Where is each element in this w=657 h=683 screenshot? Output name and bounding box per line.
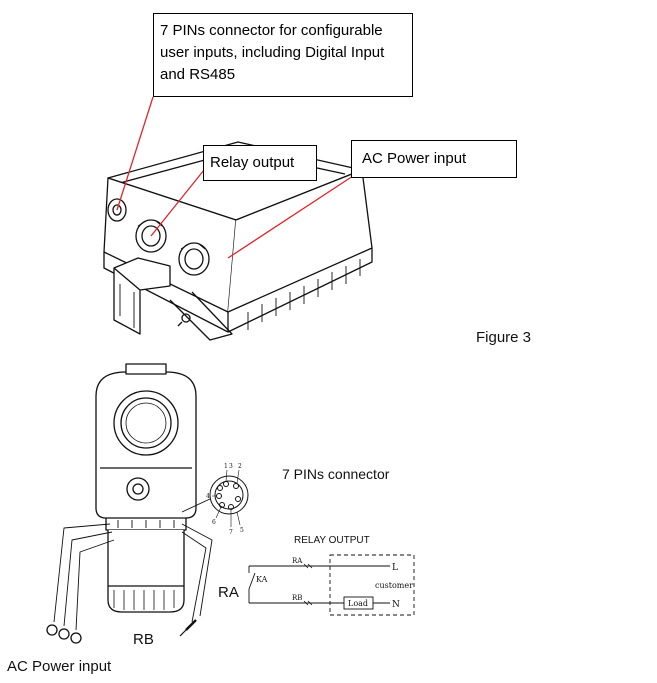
load-label: Load [348, 599, 368, 608]
relay-output-schematic [248, 554, 415, 616]
seven-pin-connector-diagram [209, 469, 249, 527]
ac-power-input-label: AC Power input [7, 658, 112, 675]
rb-wire-label: RB [292, 594, 302, 602]
pin-number-6: 6 [212, 519, 216, 526]
ac-power-leader [227, 175, 354, 259]
pin-6 [219, 502, 225, 508]
pins-connector-leader [116, 96, 154, 211]
l-terminal-label: L [392, 563, 398, 573]
ka-label: KA [256, 575, 268, 584]
pin-number-7: 7 [229, 529, 233, 536]
ac-power-callout: AC Power input [351, 140, 517, 178]
pins-connector-callout: 7 PINs connector for configurable user i… [153, 13, 413, 97]
ra-label: RA [218, 584, 239, 601]
ac-power-callout-text: AC Power input [362, 150, 467, 167]
ra-wire-label: RA [292, 557, 303, 565]
pin-number-2: 2 [238, 463, 242, 470]
figure-caption: Figure 3 [476, 329, 531, 346]
seven-pins-connector-title: 7 PINs connector [282, 466, 390, 482]
pin-2 [233, 483, 239, 489]
pin-number-1: 1 [224, 463, 228, 470]
pin-number-3: 3 [229, 463, 233, 470]
callout-leader-lines [116, 96, 354, 259]
rb-label: RB [133, 631, 154, 648]
pin-7 [228, 504, 234, 510]
relay-schematic-title: RELAY OUTPUT [294, 535, 370, 546]
pin-5 [235, 496, 241, 502]
pin-number-4: 4 [206, 493, 210, 500]
relay-output-callout-text: Relay output [210, 154, 295, 171]
pins-connector-callout-text: 7 PINs connector for configurable user i… [160, 22, 385, 83]
relay-output-callout: Relay output [203, 145, 317, 181]
load-box [343, 596, 374, 610]
device-front-view-drawing [46, 363, 213, 644]
customer-label: customer [375, 581, 413, 590]
relay-output-leader [150, 169, 205, 237]
pin-3 [217, 485, 223, 491]
pin-number-5: 5 [240, 527, 244, 534]
pin-1 [223, 481, 229, 487]
n-terminal-label: N [392, 600, 400, 610]
